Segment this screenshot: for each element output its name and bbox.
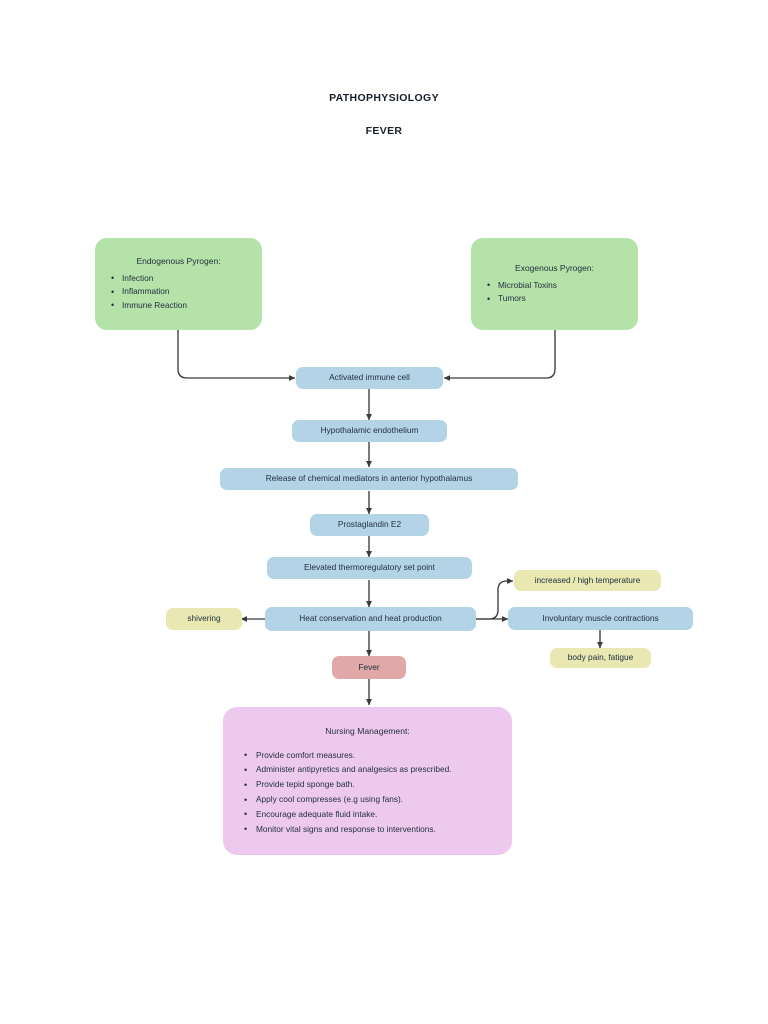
node-label: Involuntary muscle contractions — [542, 612, 659, 623]
list-item: Monitor vital signs and response to inte… — [241, 821, 494, 837]
list-item: Encourage adequate fluid intake. — [241, 806, 494, 822]
nursing-body: Nursing Management: Provide comfort meas… — [223, 726, 512, 837]
list-item: Tumors — [484, 291, 625, 306]
list-item: Immune Reaction — [108, 298, 249, 313]
edge-endogenous-to-immunecell — [177, 330, 296, 381]
node-shivering[interactable]: shivering — [166, 608, 242, 630]
edge-exogenous-to-immunecell — [443, 330, 556, 381]
node-endogenous-pyrogen[interactable]: Endogenous Pyrogen: Infection Inflammati… — [95, 238, 262, 330]
node-heat-conservation[interactable]: Heat conservation and heat production — [265, 607, 476, 631]
page-title: PATHOPHYSIOLOGY FEVER — [0, 92, 768, 137]
node-label: Activated immune cell — [329, 372, 410, 383]
nursing-heading: Nursing Management: — [325, 725, 410, 736]
title-sub: FEVER — [365, 125, 403, 137]
exogenous-list: Microbial Toxins Tumors — [484, 278, 625, 307]
list-item: Microbial Toxins — [484, 278, 625, 293]
exogenous-heading: Exogenous Pyrogen: — [515, 262, 594, 273]
node-label: Prostaglandin E2 — [337, 519, 402, 530]
node-body-pain-fatigue[interactable]: body pain, fatigue — [550, 648, 651, 668]
node-fever[interactable]: Fever — [332, 656, 406, 679]
node-label: Fever — [358, 661, 380, 672]
node-elevated-set-point[interactable]: Elevated thermoregulatory set point — [267, 557, 472, 579]
list-item: Infection — [108, 271, 249, 286]
node-label: increased / high temperature — [534, 574, 641, 585]
nursing-list: Provide comfort measures. Administer ant… — [241, 747, 494, 837]
node-exogenous-pyrogen[interactable]: Exogenous Pyrogen: Microbial Toxins Tumo… — [471, 238, 638, 330]
node-label: Heat conservation and heat production — [299, 613, 442, 624]
node-label: body pain, fatigue — [567, 652, 634, 663]
node-label: Release of chemical mediators in anterio… — [265, 473, 473, 484]
list-item: Provide tepid sponge bath. — [241, 777, 494, 793]
exogenous-body: Exogenous Pyrogen: Microbial Toxins Tumo… — [471, 262, 638, 307]
node-label: Elevated thermoregulatory set point — [304, 562, 435, 573]
list-item: Administer antipyretics and analgesics a… — [241, 762, 494, 778]
node-release-mediators[interactable]: Release of chemical mediators in anterio… — [220, 468, 518, 490]
list-item: Apply cool compresses (e.g using fans). — [241, 792, 494, 808]
endogenous-heading: Endogenous Pyrogen: — [136, 255, 221, 266]
node-involuntary-contractions[interactable]: Involuntary muscle contractions — [508, 607, 693, 630]
list-item: Provide comfort measures. — [241, 747, 494, 763]
node-label: shivering — [187, 613, 221, 624]
list-item: Inflammation — [108, 285, 249, 300]
node-nursing-management[interactable]: Nursing Management: Provide comfort meas… — [223, 707, 512, 855]
node-high-temperature[interactable]: increased / high temperature — [514, 570, 661, 591]
node-label: Hypothalamic endothelium — [320, 425, 419, 436]
node-hypothalamic-endothelium[interactable]: Hypothalamic endothelium — [292, 420, 447, 442]
node-activated-immune-cell[interactable]: Activated immune cell — [296, 367, 443, 389]
title-main: PATHOPHYSIOLOGY — [329, 92, 439, 104]
node-prostaglandin-e2[interactable]: Prostaglandin E2 — [310, 514, 429, 536]
endogenous-list: Infection Inflammation Immune Reaction — [108, 271, 249, 313]
endogenous-body: Endogenous Pyrogen: Infection Inflammati… — [95, 255, 262, 313]
